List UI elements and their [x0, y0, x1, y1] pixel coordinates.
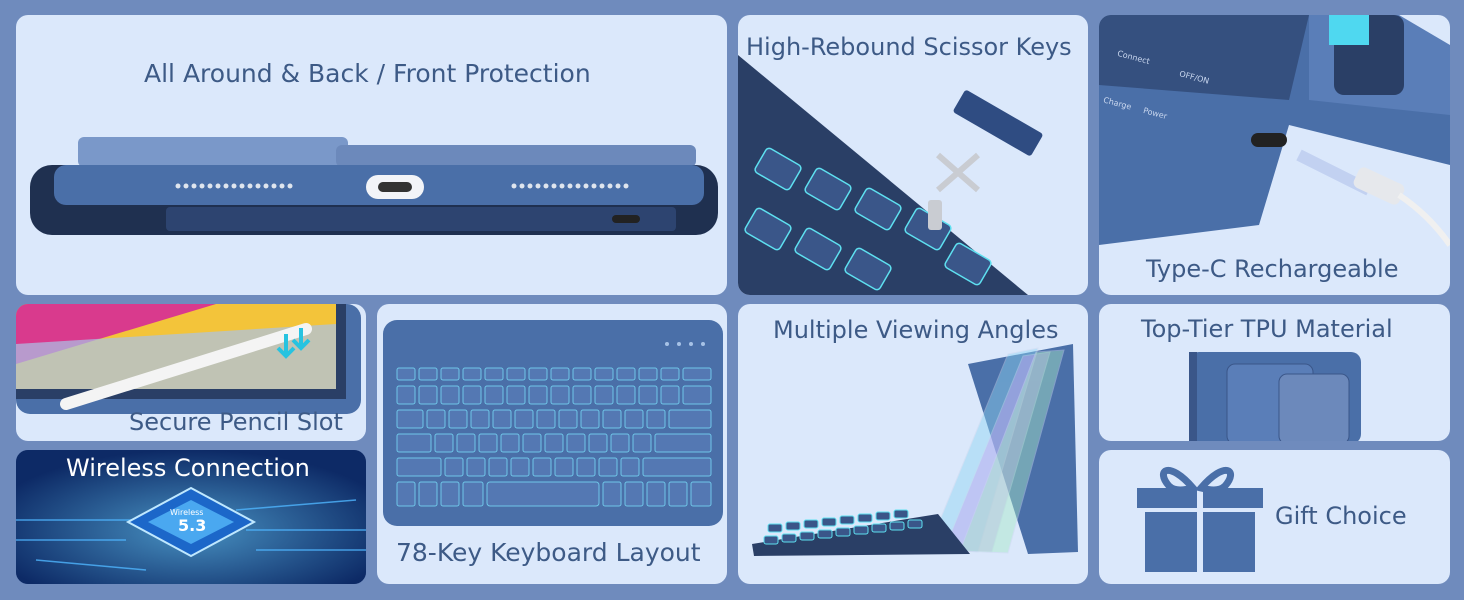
gift-tile: Gift Choice: [1099, 450, 1450, 584]
tpu-material-tile: Top-Tier TPU Material: [1099, 304, 1450, 441]
keyboard-caption: 78-Key Keyboard Layout: [396, 538, 701, 567]
angles-caption: Multiple Viewing Angles: [773, 316, 1059, 344]
typec-caption: Type-C Rechargeable: [1146, 255, 1399, 283]
chip-version: 5.3: [178, 516, 207, 535]
typec-port-illustration: [1099, 15, 1450, 247]
gift-icon: [1137, 466, 1263, 572]
case-side-view: [30, 137, 718, 235]
chip-brand: Wireless: [170, 508, 204, 517]
wireless-tile: Wireless 5.3 Wireless Connection: [16, 450, 366, 584]
scissor-keys-tile: High-Rebound Scissor Keys: [738, 15, 1088, 295]
tpu-material-illustration: [1189, 352, 1361, 441]
wireless-chip-illustration: [16, 450, 366, 584]
scissor-caption: High-Rebound Scissor Keys: [746, 33, 1072, 61]
viewing-angles-illustration: [752, 344, 1078, 556]
tpu-caption: Top-Tier TPU Material: [1141, 315, 1393, 343]
viewing-angles-tile: Multiple Viewing Angles: [738, 304, 1088, 584]
keyboard-layout-tile: 78-Key Keyboard Layout: [377, 304, 727, 584]
pencil-slot-illustration: [16, 304, 361, 414]
typec-tile: Connect OFF/ON Charge Power Type-C Recha…: [1099, 15, 1450, 295]
protection-tile: All Around & Back / Front Protection: [16, 15, 727, 295]
pencil-slot-tile: Secure Pencil Slot: [16, 304, 366, 441]
scissor-keys-illustration: [738, 55, 1043, 295]
pencil-caption: Secure Pencil Slot: [129, 408, 343, 436]
keyboard-illustration: [383, 320, 723, 526]
gift-caption: Gift Choice: [1275, 502, 1407, 530]
protection-caption: All Around & Back / Front Protection: [144, 59, 591, 88]
wireless-caption: Wireless Connection: [66, 454, 310, 482]
